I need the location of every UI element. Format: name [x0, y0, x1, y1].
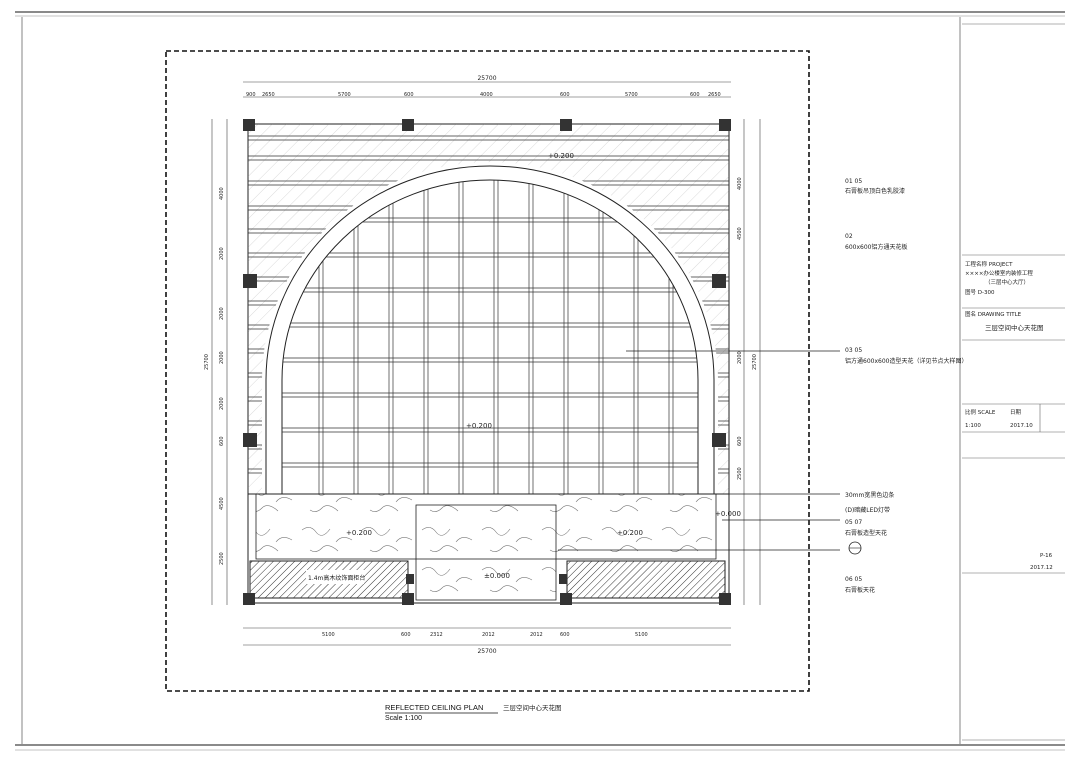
svg-text:600: 600 — [404, 92, 414, 98]
svg-text:4000: 4000 — [219, 187, 225, 200]
svg-text:600: 600 — [737, 436, 743, 446]
svg-text:2000: 2000 — [219, 307, 225, 320]
project-label: 工程名称 PROJECT — [965, 260, 1013, 268]
svg-text:600: 600 — [401, 632, 411, 638]
svg-text:600: 600 — [690, 92, 700, 98]
counter-right-hatch — [566, 560, 726, 599]
level-floor: ±0.000 — [484, 572, 510, 580]
section-marker-icon — [848, 541, 862, 555]
level-center: +0.200 — [466, 422, 492, 430]
dim-top-segments: 900 2650 5700 600 4000 600 5700 600 2650 — [246, 92, 721, 98]
drawing-title-cn: 三层空间中心天花图 — [503, 703, 562, 712]
callout-02-ref: 02 — [845, 233, 853, 240]
svg-text:900: 900 — [246, 92, 256, 98]
dim-right: 25700 4000 4500 2000 600 2500 — [737, 177, 758, 480]
dim-bottom-segments: 5100 600 2312 2012 2012 600 5100 — [322, 632, 648, 638]
svg-text:2000: 2000 — [219, 397, 225, 410]
callouts: 01 05 石膏板吊顶白色乳胶漆 02 600x600铝方通天花板 03 05 … — [845, 178, 967, 594]
sheet-date: 2017.12 — [1030, 565, 1053, 571]
svg-text:600: 600 — [219, 436, 225, 446]
arch-ceiling — [262, 162, 718, 494]
dim-top-overall: 25700 — [477, 75, 496, 82]
callout-05-ref: 05 07 — [845, 519, 862, 526]
svg-text:2000: 2000 — [219, 247, 225, 260]
callout-05-text: 石膏板造型天花 — [845, 529, 887, 537]
level-arch-top: +0.200 — [548, 152, 574, 160]
svg-text:25700: 25700 — [204, 354, 210, 370]
date-label: 日期 — [1010, 409, 1022, 416]
callout-01-text: 石膏板吊顶白色乳胶漆 — [845, 187, 905, 195]
level-right: +0.000 — [715, 510, 741, 518]
svg-text:2012: 2012 — [530, 632, 543, 638]
svg-text:4500: 4500 — [219, 497, 225, 510]
svg-text:2000: 2000 — [737, 351, 743, 364]
dim-left: 25700 4000 2000 2000 2000 2000 600 4500 … — [204, 187, 225, 565]
callout-06-ref: 06 05 — [845, 576, 862, 583]
title-block-text: 工程名称 PROJECT ××××办公楼室内装修工程 （三层中心大厅） 图号 D… — [965, 260, 1053, 571]
svg-text:2012: 2012 — [482, 632, 495, 638]
callout-04-text: 30mm宽黑色边条 — [845, 491, 894, 499]
scale-label: 比例 SCALE — [965, 408, 996, 416]
svg-text:2650: 2650 — [708, 92, 721, 98]
svg-text:600: 600 — [560, 92, 570, 98]
svg-text:2312: 2312 — [430, 632, 443, 638]
svg-text:2500: 2500 — [219, 552, 225, 565]
drawing-border — [165, 50, 810, 692]
callout-06-text: 石膏板天花 — [845, 586, 875, 594]
callout-02-text: 600x600铝方通天花板 — [845, 243, 907, 251]
level-marks: +0.200 +0.200 +0.200 +0.200 ±0.000 +0.00… — [346, 152, 741, 580]
drawing-no: 图号 D-300 — [965, 288, 995, 296]
drawing-title-en: REFLECTED CEILING PLAN — [385, 703, 483, 712]
svg-text:2500: 2500 — [737, 467, 743, 480]
svg-text:5100: 5100 — [322, 632, 335, 638]
svg-text:2650: 2650 — [262, 92, 275, 98]
callout-03-text: 铝方通600x600造型天花（详见节点大样图） — [845, 357, 967, 365]
sheet-frame — [15, 11, 1065, 751]
callout-01-ref: 01 05 — [845, 178, 862, 185]
project-name: ××××办公楼室内装修工程 — [965, 269, 1033, 277]
date-value: 2017.10 — [1010, 423, 1033, 429]
svg-text:4000: 4000 — [480, 92, 493, 98]
svg-text:5100: 5100 — [635, 632, 648, 638]
sheet-number: P-16 — [1040, 553, 1053, 559]
callout-leaders — [558, 350, 840, 551]
dim-bottom-overall: 25700 — [477, 648, 496, 655]
title-block — [962, 23, 1065, 741]
callout-03-ref: 03 05 — [845, 347, 862, 354]
svg-text:5700: 5700 — [625, 92, 638, 98]
svg-text:2000: 2000 — [219, 351, 225, 364]
svg-text:5700: 5700 — [338, 92, 351, 98]
drawing-title-label: 图名 DRAWING TITLE — [965, 310, 1022, 318]
dimension-lines — [211, 81, 761, 646]
scale-value: 1:100 — [965, 423, 981, 429]
callout-led-text: (D)暗藏LED灯带 — [845, 506, 890, 514]
level-lower-right: +0.200 — [617, 529, 643, 537]
lower-zone — [248, 493, 729, 601]
svg-text:4000: 4000 — [737, 177, 743, 190]
counter-label: 1.4m高木纹饰面柜台 — [308, 574, 365, 582]
drawing-scale: Scale 1:100 — [385, 715, 422, 722]
project-sub: （三层中心大厅） — [985, 278, 1029, 286]
svg-text:4500: 4500 — [737, 227, 743, 240]
drawing-title: 三层空间中心天花图 — [985, 323, 1044, 332]
svg-text:25700: 25700 — [752, 354, 758, 370]
columns — [243, 119, 731, 605]
svg-text:600: 600 — [560, 632, 570, 638]
level-lower-left: +0.200 — [346, 529, 372, 537]
